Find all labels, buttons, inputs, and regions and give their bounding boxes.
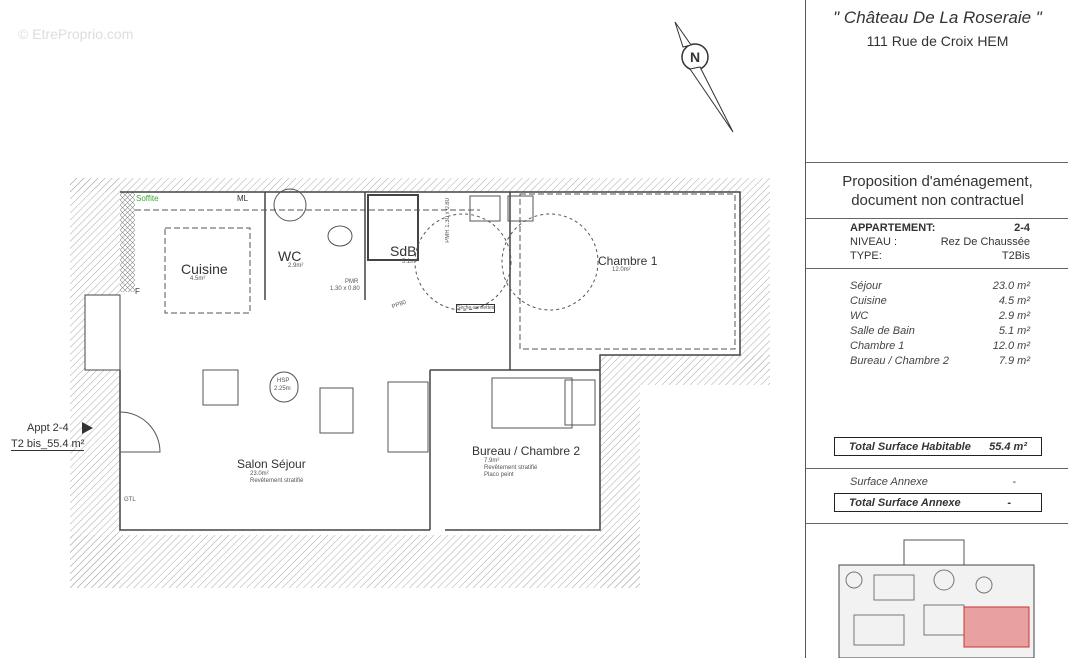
sdb-area: 5.1m²	[402, 259, 418, 265]
wc-pmr-dim: 1.30 x 0.80	[330, 286, 360, 292]
bureau-mur: Placo peint	[484, 472, 514, 478]
building-title: " Château De La Roseraie "	[833, 8, 1042, 27]
ml-label: ML	[237, 194, 249, 203]
entry-type-label: T2 bis_55.4 m²	[11, 438, 85, 451]
type-row: TYPE:T2Bis	[850, 250, 1030, 262]
salon-finish: Revêtement stratifié	[250, 478, 304, 484]
bureau-area: 7.9m²	[484, 458, 500, 464]
entry-arrow-icon	[82, 422, 93, 434]
wc-area: 2.9m²	[288, 263, 304, 269]
hsp-label: HSP	[277, 378, 290, 384]
floor-plan: N	[70, 21, 770, 588]
info-panel: " Château De La Roseraie " 111 Rue de Cr…	[805, 0, 1068, 658]
entry-label: Appt 2-4	[27, 422, 69, 434]
sdb-pmr: PMR 1.30 x 0.80	[445, 198, 451, 243]
salon-label: Salon Séjour	[237, 457, 306, 471]
apartment-row: APPARTEMENT:2-4	[850, 222, 1030, 234]
soffite-label: Soffite	[136, 194, 159, 203]
wc-pmr: PMR	[345, 279, 359, 285]
sdb-label: SdB	[390, 243, 417, 259]
watermark: © EtreProprio.com	[18, 26, 134, 42]
apartment-highlight	[963, 606, 1030, 648]
bureau-label: Bureau / Chambre 2	[472, 444, 581, 458]
seche-serviettes-label: Sèche-serviettes	[456, 304, 496, 313]
building-address: 111 Rue de Croix HEM	[866, 33, 1009, 49]
compass: N	[674, 21, 734, 133]
hsp-value: 2.25m	[274, 386, 291, 392]
exterior-walls	[70, 178, 770, 588]
chambre1-area: 12.0m²	[612, 267, 631, 273]
bureau-finish: Revêtement stratifié	[484, 465, 538, 471]
gtl-label: GTL	[124, 497, 136, 503]
compass-north-label: N	[690, 49, 700, 65]
chambre1-label: Chambre 1	[598, 254, 658, 268]
wc-label: WC	[278, 248, 302, 264]
cuisine-area: 4.5m²	[190, 276, 206, 282]
salon-area: 23.0m²	[250, 471, 269, 477]
f-label: F	[135, 287, 140, 296]
niveau-row: NIVEAU :Rez De Chaussée	[850, 236, 1030, 248]
annexe-row: Surface Annexe-	[850, 476, 1016, 488]
total-annexe-box: Total Surface Annexe-	[834, 493, 1042, 512]
disclaimer: Proposition d'aménagement,document non c…	[842, 173, 1033, 209]
building-location-thumbnail	[838, 539, 1035, 658]
cuisine-label: Cuisine	[181, 261, 228, 277]
